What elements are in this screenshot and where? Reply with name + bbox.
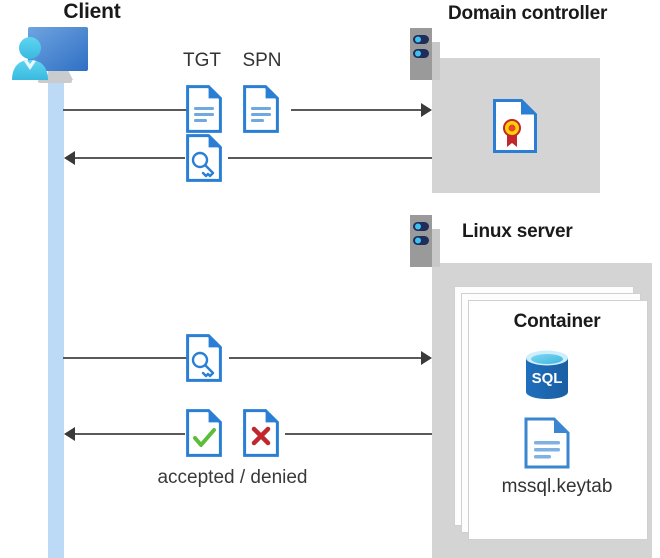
keytab-filename-label: mssql.keytab [501,476,613,497]
linux-server-title: Linux server [462,221,573,242]
message-line-verdict-left [75,433,185,435]
message-line-verdict-right [285,433,432,435]
client-lifeline [48,58,64,558]
document-icon [243,85,279,133]
certificate-icon [493,99,537,153]
document-icon [524,417,570,469]
key-document-icon [186,134,222,182]
check-document-icon [186,409,222,457]
message-line-tgt-left [63,109,187,111]
arrowhead-right-request [421,103,432,117]
svg-text:SQL: SQL [532,370,563,387]
arrowhead-left-ticket [64,151,75,165]
client-icon [10,22,106,94]
arrowhead-left-verdict [64,427,75,441]
container-card-front [468,300,648,540]
server-rack-icon [410,28,440,80]
server-rack-icon [410,215,440,267]
document-icon [186,85,222,133]
message-line-ticket-right [228,157,432,159]
tgt-label: TGT [183,50,221,71]
message-line-present-right [229,357,423,359]
message-line-present-left [63,357,187,359]
domain-controller-title: Domain controller [448,3,608,24]
client-title: Client [63,0,121,23]
cross-document-icon [243,409,279,457]
key-document-icon [186,334,222,382]
verdict-label: accepted / denied [157,467,308,488]
container-title: Container [513,311,601,332]
arrowhead-right-present [421,351,432,365]
message-line-tgt-right [291,109,423,111]
sql-database-icon: SQL [521,347,573,403]
spn-label: SPN [242,50,282,71]
message-line-ticket-left [75,157,185,159]
